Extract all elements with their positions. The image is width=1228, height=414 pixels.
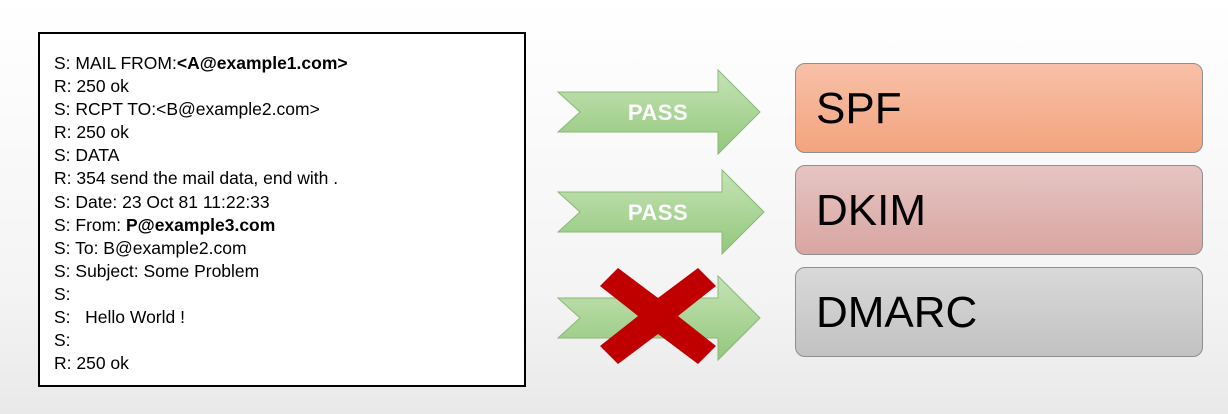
transcript-line: R: 250 ok [54, 76, 129, 97]
smtp-transcript-box: S: MAIL FROM:<A@example1.com> R: 250 ok … [38, 32, 526, 387]
transcript-line: R: 250 ok [54, 122, 129, 143]
transcript-line: S: To: B@example2.com [54, 237, 247, 258]
transcript-line: S: [54, 283, 71, 304]
spf-check-box: SPF [795, 63, 1203, 153]
transcript-line: R: 250 ok [54, 353, 129, 374]
arrow-right-icon [556, 68, 761, 156]
transcript-line: S: [54, 330, 71, 351]
transcript-line: S: Hello World ! [54, 307, 185, 328]
fail-cross-icon [600, 268, 716, 369]
dkim-check-box: DKIM [795, 165, 1203, 255]
spf-label: SPF [816, 84, 902, 133]
dkim-pass-arrow: PASS [556, 168, 765, 256]
dmarc-label: DMARC [816, 288, 978, 337]
spf-result-label: PASS [627, 100, 689, 125]
transcript-line: S: From: P@example3.com [54, 214, 276, 235]
transcript-line: S: Subject: Some Problem [54, 260, 260, 281]
transcript-line: S: RCPT TO:<B@example2.com> [54, 99, 320, 120]
transcript-line: R: 354 send the mail data, end with . [54, 168, 339, 189]
transcript-line: S: DATA [54, 145, 120, 166]
dmarc-check-box: DMARC [795, 267, 1203, 357]
arrow-right-icon [556, 168, 765, 256]
dkim-result-label: PASS [627, 200, 689, 225]
transcript-line: S: Date: 23 Oct 81 11:22:33 [54, 191, 270, 212]
dkim-label: DKIM [816, 186, 926, 235]
transcript-line: S: MAIL FROM:<A@example1.com> [54, 53, 348, 73]
spf-pass-arrow: PASS [556, 68, 761, 156]
